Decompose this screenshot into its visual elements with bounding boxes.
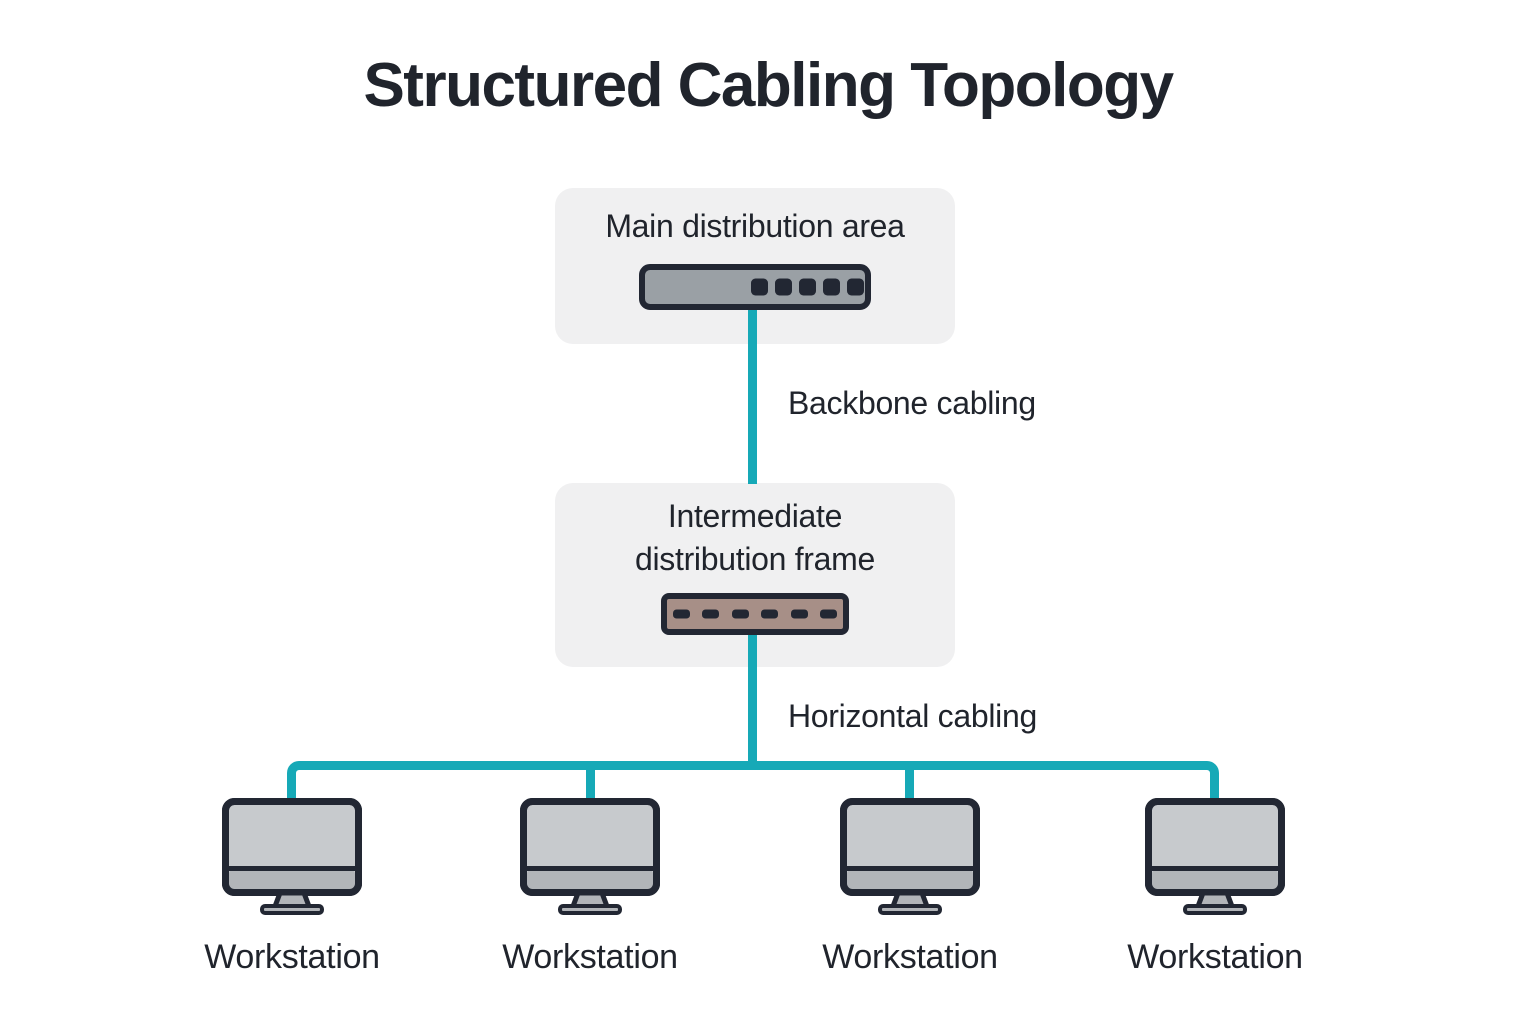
monitor-icon [520,798,660,915]
patch-panel-icon [661,593,849,635]
horizontal-bus-cable [287,761,1219,800]
backbone-cable [748,306,757,484]
monitor-icon [222,798,362,915]
intermediate-distribution-frame-node: Intermediate distribution frame [555,483,955,667]
idf-label-line2: distribution frame [634,541,876,577]
workstation-node-1: Workstation [172,798,412,977]
horizontal-cabling-label: Horizontal cabling [788,698,1037,734]
workstation-drop-cable-3 [905,770,914,800]
backbone-cabling-label: Backbone cabling [788,385,1036,421]
horizontal-feed-cable [748,630,757,770]
workstation-node-3: Workstation [790,798,1030,977]
workstation-label: Workstation [204,938,380,976]
monitor-icon [1145,798,1285,915]
workstation-label: Workstation [1127,938,1303,976]
diagram-title: Structured Cabling Topology [363,51,1174,120]
workstation-drop-cable-2 [586,770,595,800]
workstation-label: Workstation [502,938,678,976]
workstation-node-2: Workstation [470,798,710,977]
workstation-node-4: Workstation [1095,798,1335,977]
main-distribution-area-label: Main distribution area [605,208,905,244]
idf-label-line1: Intermediate [667,498,843,534]
monitor-icon [840,798,980,915]
workstation-label: Workstation [822,938,998,976]
network-switch-icon [639,264,871,310]
